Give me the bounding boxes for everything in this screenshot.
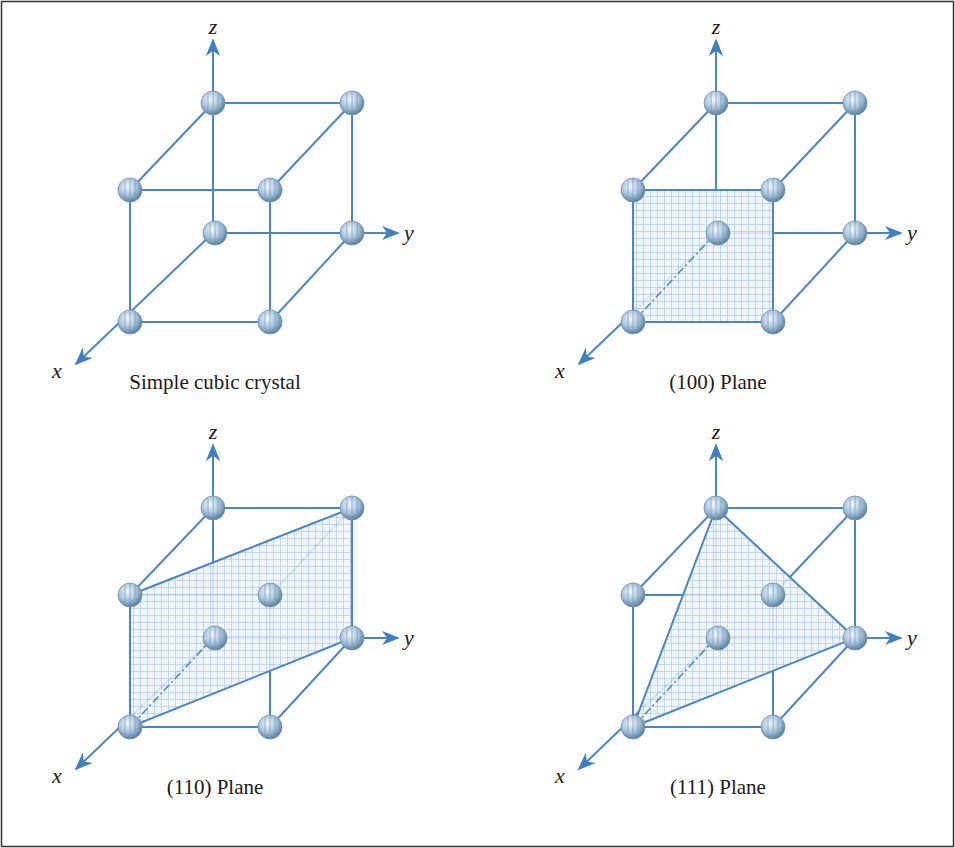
axis-label: x xyxy=(52,765,62,787)
axis-label: z xyxy=(712,16,721,38)
plane-110-cell xyxy=(76,445,398,769)
axis-label: y xyxy=(404,627,414,649)
caption-text: (100) Plane xyxy=(669,372,766,393)
axis-label: z xyxy=(209,16,218,38)
plane-111-cell xyxy=(579,445,901,769)
axis-label: y xyxy=(907,222,917,244)
axis-label: y xyxy=(404,222,414,244)
plane-100-cell xyxy=(579,40,901,364)
axis-label: x xyxy=(555,360,565,382)
axis-label: z xyxy=(209,421,218,443)
axis-label: x xyxy=(555,765,565,787)
simple-cubic-cell xyxy=(76,40,398,364)
caption-text: Simple cubic crystal xyxy=(129,372,300,393)
axis-label: z xyxy=(712,421,721,443)
axis-label: x xyxy=(52,360,62,382)
axis-label: y xyxy=(907,627,917,649)
caption-text: (110) Plane xyxy=(167,777,264,798)
caption-text: (111) Plane xyxy=(670,777,766,798)
